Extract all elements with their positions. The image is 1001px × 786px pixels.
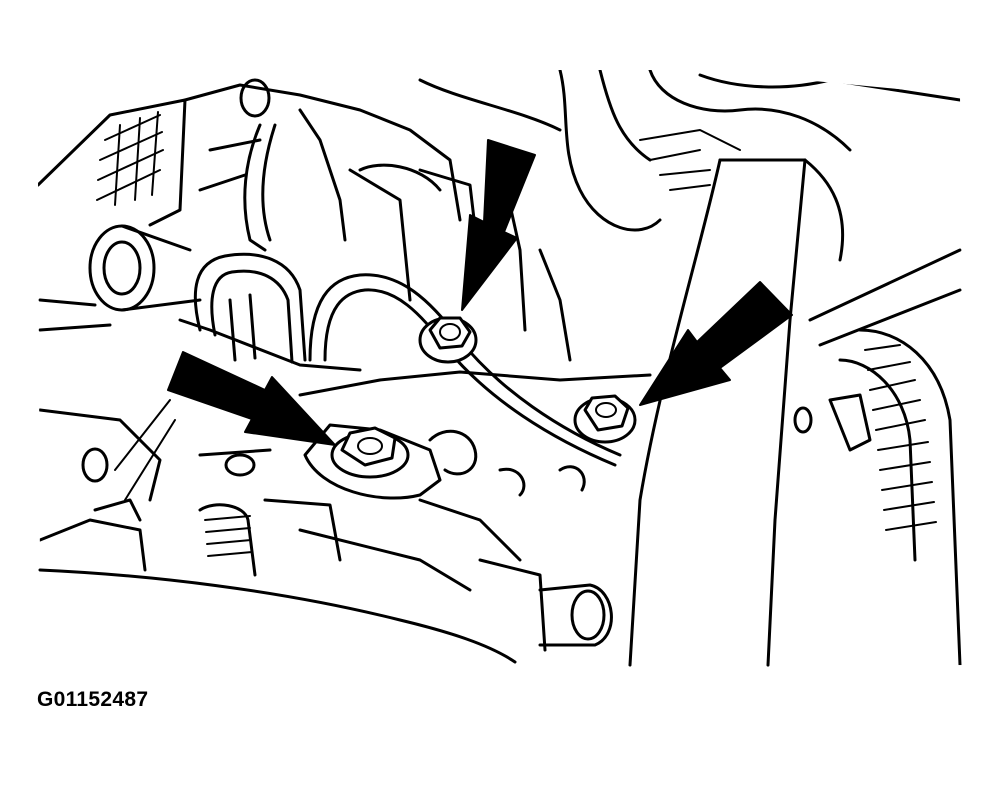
drawing-bottom-edge [38,568,517,664]
arrow-right [639,281,793,406]
arrow-left [167,351,336,446]
bolt-top [418,316,478,364]
bolt-left [303,423,442,500]
callout-arrows [167,139,793,446]
bolt-right [573,394,637,444]
engine-components [38,70,962,667]
figure-id-label: G01152487 [37,688,149,711]
arrow-top-center [461,139,536,311]
